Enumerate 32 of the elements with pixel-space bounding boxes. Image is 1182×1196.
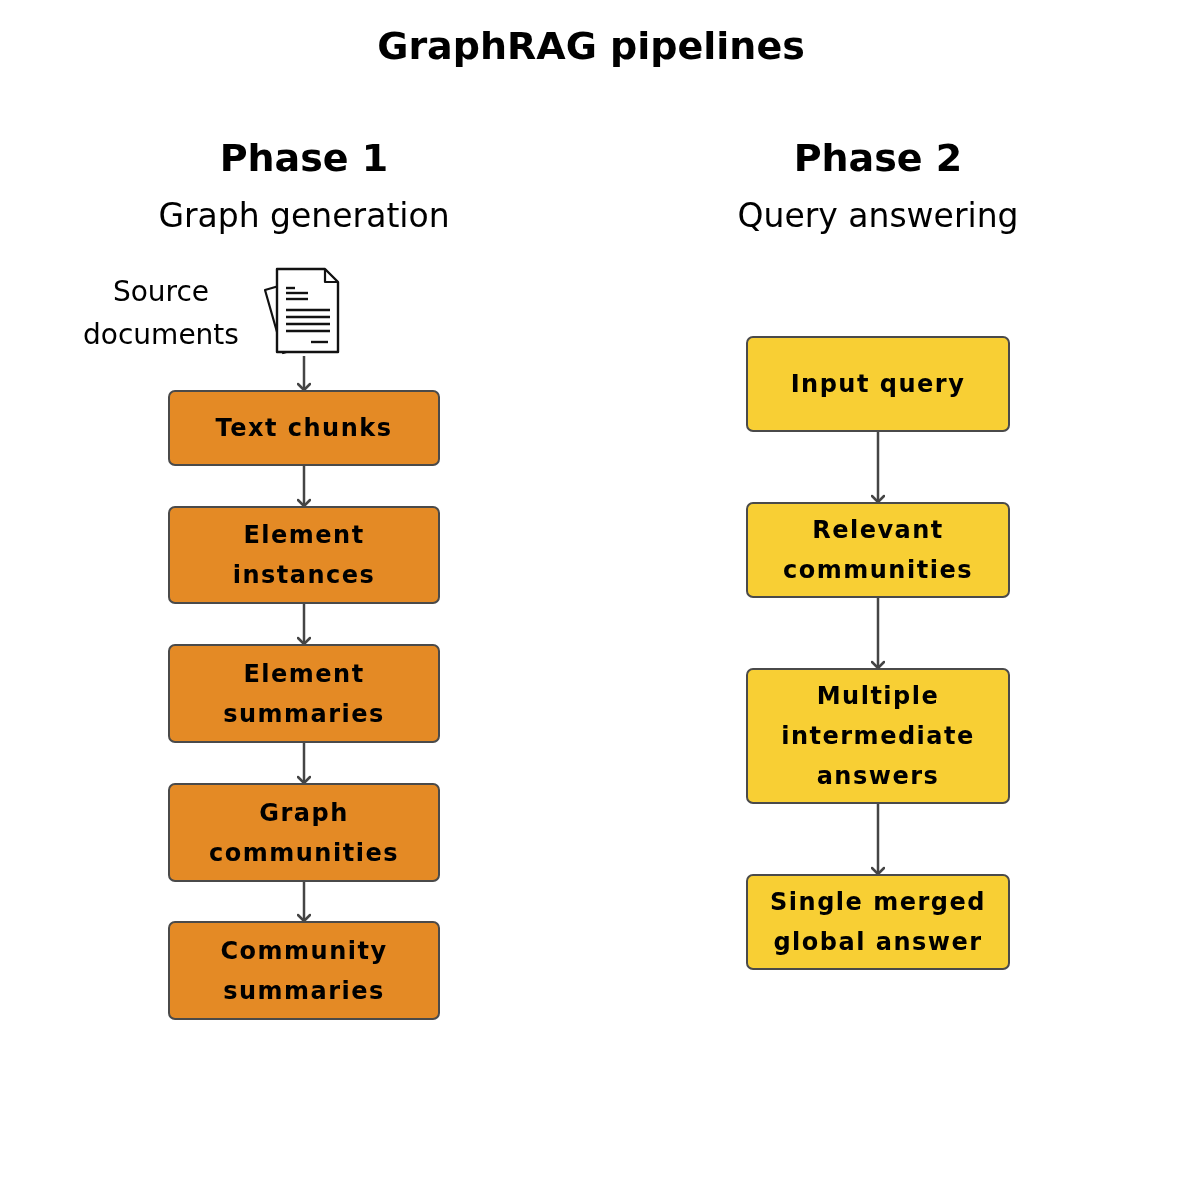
node-label: Multiple intermediate answers	[780, 681, 976, 792]
node-label: Text chunks	[215, 413, 393, 444]
node-label: Single merged global answer	[769, 887, 987, 958]
node-label: Element instances	[231, 520, 377, 591]
phase-subtitle: Query answering	[736, 196, 1020, 235]
arrow	[296, 743, 312, 785]
process-box	[168, 506, 440, 604]
node-label: Graph communities	[208, 797, 400, 869]
arrow	[296, 356, 312, 392]
arrow	[296, 882, 312, 923]
phase-heading: Phase 1	[218, 136, 390, 180]
node-label: Community summaries	[219, 935, 389, 1007]
node-label: Relevant communities	[782, 515, 974, 586]
process-box	[746, 502, 1010, 598]
process-box	[168, 644, 440, 743]
arrow	[296, 466, 312, 508]
process-box	[168, 921, 440, 1020]
arrow	[870, 432, 886, 504]
arrow	[870, 598, 886, 670]
phase-heading: Phase 2	[792, 136, 964, 180]
process-box	[168, 390, 440, 466]
diagram-title: GraphRAG pipelines	[376, 24, 806, 68]
process-box	[746, 668, 1010, 804]
node-label: Input query	[790, 369, 966, 400]
arrow	[296, 604, 312, 646]
process-box	[746, 874, 1010, 970]
phase-subtitle: Graph generation	[157, 196, 451, 235]
arrow	[870, 804, 886, 876]
process-box	[746, 336, 1010, 432]
node-label: Element summaries	[222, 658, 386, 730]
node-caption: Source documents	[82, 274, 240, 353]
process-box	[168, 783, 440, 882]
